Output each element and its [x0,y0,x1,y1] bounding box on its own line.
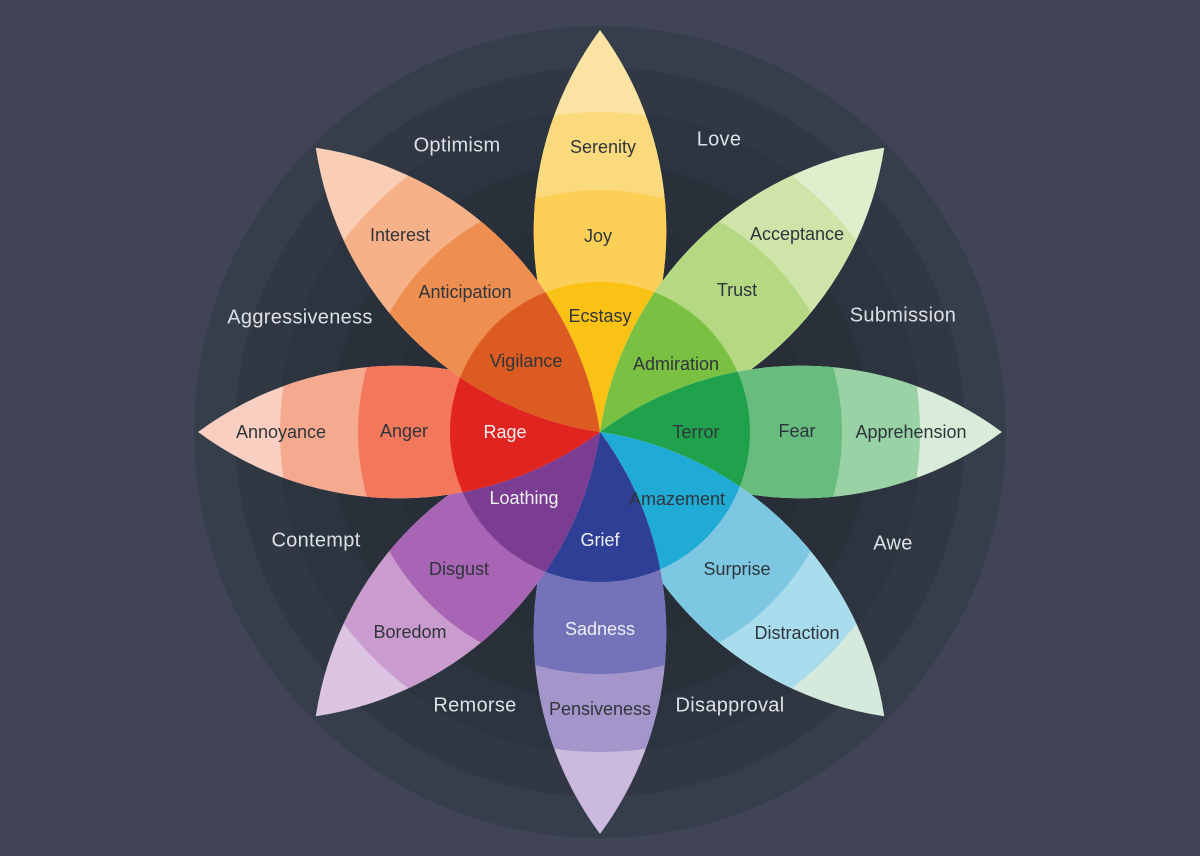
emotion-label-serenity: Serenity [570,137,636,157]
emotion-label-annoyance: Annoyance [236,422,326,442]
emotion-label-acceptance: Acceptance [750,224,844,244]
emotion-label-surprise: Surprise [703,559,770,579]
emotion-label-terror: Terror [672,422,719,442]
dyad-label-remorse: Remorse [433,694,516,716]
petal-up-left-band-strong [450,282,647,479]
emotion-label-disgust: Disgust [429,559,489,579]
dyad-label-aggressiveness: Aggressiveness [227,306,372,328]
emotion-label-vigilance: Vigilance [490,351,563,371]
emotion-label-joy: Joy [584,226,612,246]
dyad-label-contempt: Contempt [271,529,360,551]
emotion-label-rage: Rage [483,422,526,442]
emotion-label-sadness: Sadness [565,619,635,639]
emotion-label-pensiveness: Pensiveness [549,699,651,719]
dyad-label-awe: Awe [873,532,912,554]
emotion-label-amazement: Amazement [629,489,725,509]
emotion-label-admiration: Admiration [633,354,719,374]
dyad-label-love: Love [697,128,742,150]
petal-up-left [268,100,647,479]
dyad-label-optimism: Optimism [414,134,501,156]
emotion-label-interest: Interest [370,225,430,245]
emotion-label-trust: Trust [717,280,757,300]
emotion-label-anticipation: Anticipation [418,282,511,302]
emotion-label-fear: Fear [778,421,815,441]
dyad-label-disapproval: Disapproval [676,694,785,716]
emotion-label-loathing: Loathing [489,488,558,508]
emotion-label-ecstasy: Ecstasy [568,306,631,326]
emotion-label-boredom: Boredom [373,622,446,642]
emotion-label-apprehension: Apprehension [855,422,966,442]
emotion-label-anger: Anger [380,421,428,441]
emotion-label-distraction: Distraction [754,623,839,643]
emotion-label-grief: Grief [580,530,620,550]
dyad-label-submission: Submission [850,304,956,326]
